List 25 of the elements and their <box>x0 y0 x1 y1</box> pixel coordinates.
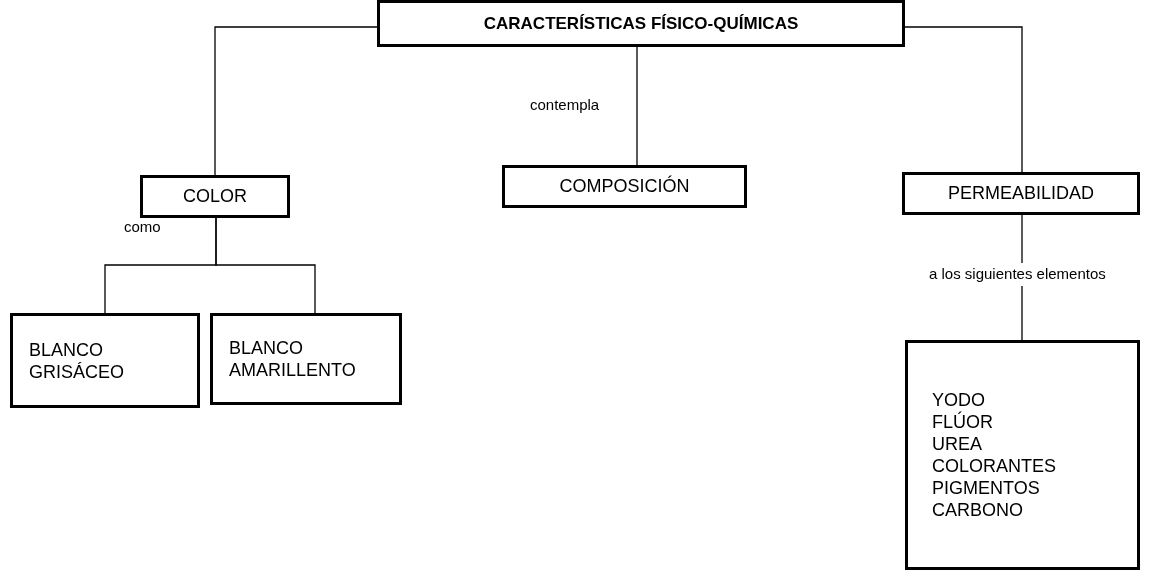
concept-box <box>502 165 747 208</box>
box-text: BLANCO GRISÁCEO <box>29 338 126 383</box>
connector-line <box>904 26 1023 173</box>
box-text: COLOR <box>183 185 247 208</box>
box-text: CARACTERÍSTICAS FÍSICO-QUÍMICAS <box>483 12 799 35</box>
concept-box <box>140 175 290 218</box>
edge-label: como <box>124 217 161 237</box>
connector-line <box>636 46 638 166</box>
connector-line <box>214 26 378 176</box>
box-text: COLORANTES <box>932 455 1057 477</box>
box-text: UREA <box>932 433 982 455</box>
box-text: CARBONO <box>932 499 1023 521</box>
box-text: PIGMENTOS <box>932 477 1040 499</box>
box-text: PERMEABILIDAD <box>947 182 1094 205</box>
box-text: COMPOSICIÓN <box>559 174 690 198</box>
concept-box <box>902 172 1140 215</box>
box-text: BLANCO AMARILLENTO <box>229 337 357 381</box>
concept-box <box>905 340 1140 570</box>
box-text: YODO <box>932 389 985 411</box>
concept-box <box>10 313 200 408</box>
concept-box <box>210 313 402 405</box>
concept-box <box>377 0 905 47</box>
connector-line <box>215 217 316 314</box>
edge-label: contempla <box>530 95 600 115</box>
box-text: FLÚOR <box>932 411 993 433</box>
